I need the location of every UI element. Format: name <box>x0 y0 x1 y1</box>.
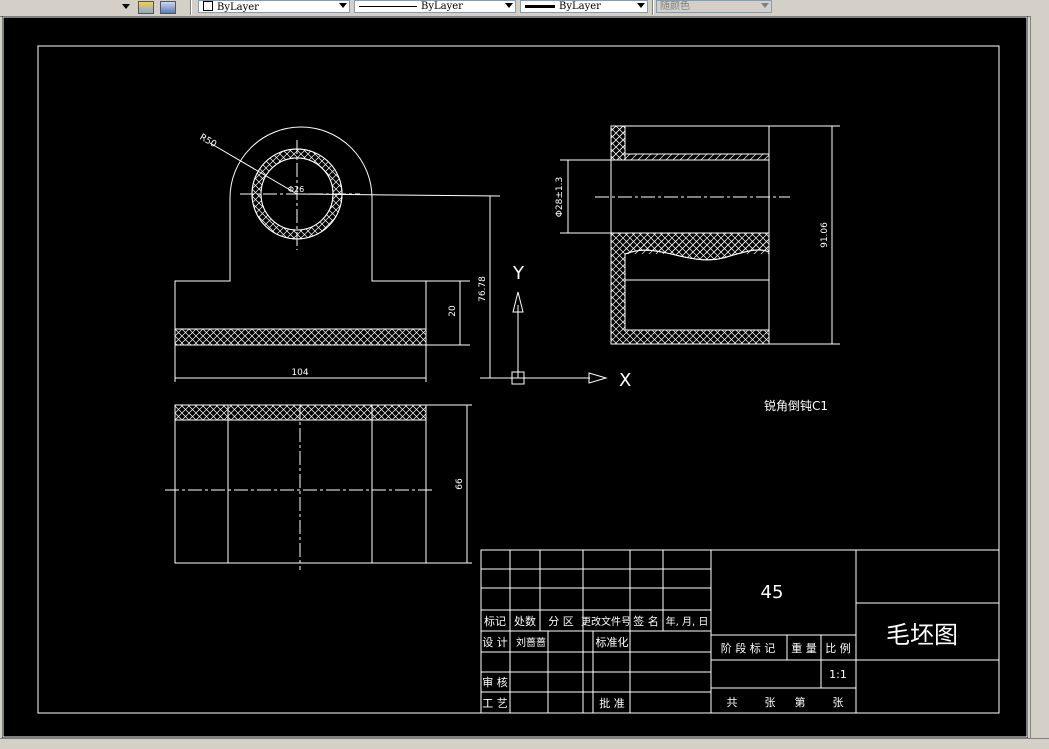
tb-hdr-sign: 签 名 <box>633 614 659 628</box>
lineweight-combo-value: ByLayer <box>559 1 601 12</box>
side-view <box>560 125 840 345</box>
tb-sheets-unit: 张 <box>765 696 776 709</box>
tb-hdr-count: 处数 <box>514 615 536 628</box>
tb-designer: 刘蔷蔷 <box>516 636 546 649</box>
title-block <box>480 549 1000 714</box>
tb-scale-label: 比 例 <box>825 641 851 655</box>
lineweight-preview-icon <box>525 5 555 8</box>
tb-design: 设 计 <box>482 636 508 649</box>
chevron-down-icon[interactable] <box>339 3 347 8</box>
dim-hole-label: Φ26 <box>288 185 304 194</box>
color-combo[interactable]: ByLayer <box>198 0 350 13</box>
dim-overall-label: 91.06 <box>820 222 830 248</box>
tb-drawing-title: 毛坯图 <box>886 621 958 649</box>
ucs-icon <box>511 291 608 385</box>
tb-scale-value: 1:1 <box>829 668 847 681</box>
ucs-x-label: X <box>619 370 631 391</box>
tb-process: 工 艺 <box>482 697 508 710</box>
plotstyle-combo: 随颜色 <box>656 0 772 13</box>
properties-toolbar: ByLayer ByLayer ByLayer 随颜色 <box>0 0 1049 17</box>
vertical-scrollbar[interactable] <box>1030 16 1049 738</box>
tb-sheets: 共 <box>727 696 738 709</box>
top-view <box>165 404 472 570</box>
dim-height-label: 76.78 <box>478 276 488 302</box>
tb-review: 审 核 <box>482 675 508 689</box>
chevron-down-icon[interactable] <box>505 3 513 8</box>
tb-approve: 批 准 <box>599 696 625 710</box>
toolbar-separator <box>652 0 654 15</box>
dim-20-label: 20 <box>448 305 458 317</box>
front-view <box>174 126 520 382</box>
drawing-canvas[interactable]: R50 Φ26 20 76.78 104 66 Φ28±1.3 91.06 Y … <box>2 16 1028 738</box>
layer-states-icon[interactable] <box>138 1 154 14</box>
ucs-y-label: Y <box>512 263 525 284</box>
tb-material: 45 <box>761 582 784 603</box>
tb-hdr-docno: 更改文件号 <box>581 615 631 628</box>
plotstyle-combo-value: 随颜色 <box>660 1 690 12</box>
toolbar-separator <box>190 0 192 15</box>
tb-hdr-mark: 标记 <box>484 614 506 628</box>
drawing-frame <box>37 45 1000 714</box>
tb-hdr-date: 年, 月, 日 <box>666 615 709 628</box>
dropdown-arrow-icon[interactable] <box>122 4 130 9</box>
tb-standard: 标准化 <box>596 635 629 649</box>
layer-previous-icon[interactable] <box>160 1 176 14</box>
tb-sheet-no-unit: 张 <box>833 696 844 709</box>
dim-width-label: 104 <box>291 368 308 378</box>
linetype-preview-icon <box>359 6 417 7</box>
chevron-down-icon[interactable] <box>637 3 645 8</box>
linetype-combo-value: ByLayer <box>421 1 463 12</box>
color-swatch-icon <box>203 1 213 11</box>
linetype-combo[interactable]: ByLayer <box>354 0 516 13</box>
dim-radius-label: R50 <box>198 133 219 151</box>
tb-weight: 重 量 <box>791 641 817 655</box>
chevron-down-icon <box>761 3 769 8</box>
sheet-border <box>2 16 1028 738</box>
radius-leader <box>209 142 298 195</box>
dim-bore-label: Φ28±1.3 <box>555 177 565 217</box>
dim-depth-label: 66 <box>455 478 465 490</box>
drawing-svg: R50 Φ26 20 76.78 104 66 Φ28±1.3 91.06 Y … <box>2 16 1028 738</box>
color-combo-value: ByLayer <box>217 2 259 13</box>
tb-hdr-zone: 分 区 <box>548 615 574 628</box>
tb-stage: 阶 段 标 记 <box>721 641 776 655</box>
chamfer-note: 锐角倒钝C1 <box>764 399 828 413</box>
lineweight-combo[interactable]: ByLayer <box>520 0 648 13</box>
tb-sheet-no: 第 <box>795 695 806 709</box>
horizontal-scrollbar[interactable] <box>0 738 1049 749</box>
